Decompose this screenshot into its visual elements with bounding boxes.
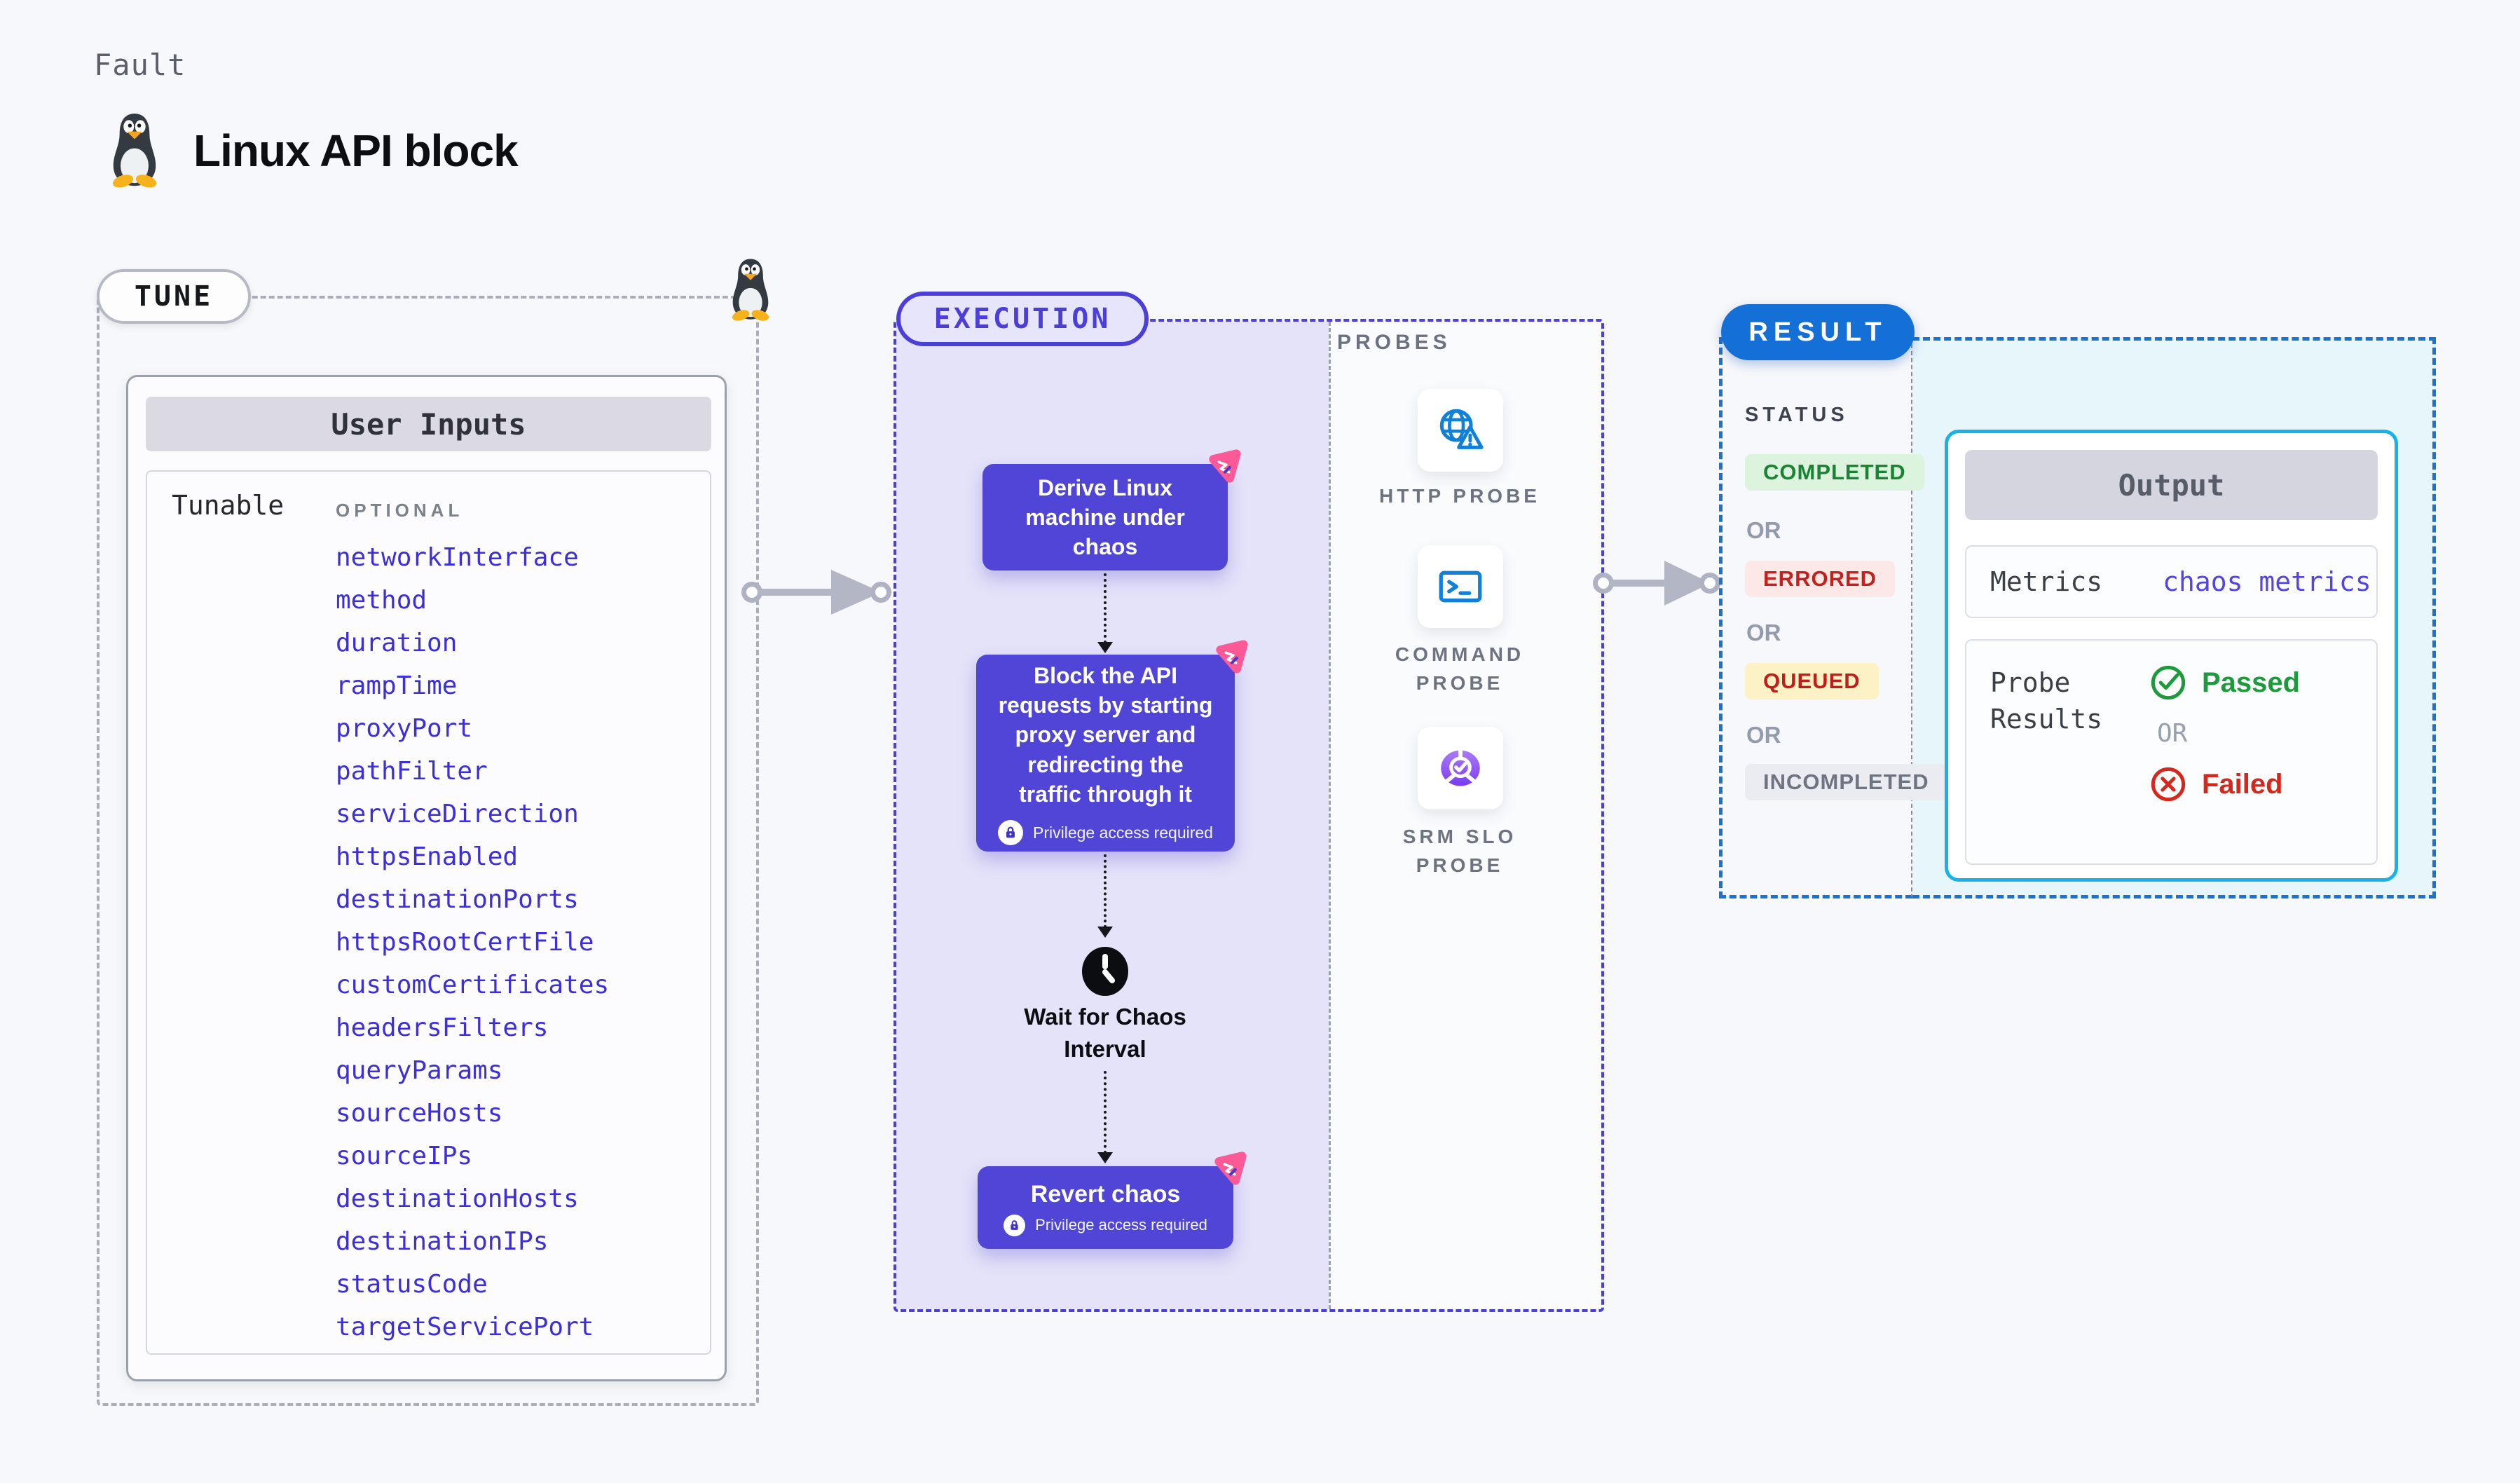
flow-connector [1104,854,1107,928]
flow-connector [1104,573,1107,643]
execution-badge: EXECUTION [896,292,1149,346]
tunable-params-list: networkInterface method duration rampTim… [336,536,609,1348]
passed-label: Passed [2202,667,2301,698]
flow-connector-arrowhead [1097,642,1113,653]
wait-for-chaos-label: Wait for Chaos Interval [1024,1004,1186,1062]
step-derive-text: Derive Linux machine under chaos [1025,474,1185,560]
output-header: Output [1965,450,2378,520]
tune-section-box [97,296,759,1406]
metrics-value-link[interactable]: chaos metrics [2163,566,2371,597]
user-inputs-body: Tunable OPTIONAL networkInterface method… [146,470,711,1355]
terminal-icon [1434,561,1486,613]
tunable-row-label: Tunable [172,490,285,521]
probe-results-label: Probe Results [1990,667,2103,734]
chaos-flag-icon [1212,638,1250,676]
result-badge: RESULT [1721,304,1915,360]
privilege-note-text: Privilege access required [1035,1216,1207,1234]
metrics-label: Metrics [1990,566,2103,597]
status-badge-queued: QUEUED [1745,663,1879,699]
probe-results-values: Passed OR Failed [2150,664,2300,840]
tune-badge: TUNE [97,269,251,324]
param-link[interactable]: method [336,586,427,615]
command-probe-label: COMMAND PROBE [1395,643,1525,694]
page-title: Linux API block [193,125,519,176]
status-badge-completed: COMPLETED [1745,454,1924,491]
param-link[interactable]: serviceDirection [336,800,579,828]
tux-penguin-icon-small [725,257,776,321]
param-link[interactable]: destinationIPs [336,1227,549,1256]
probe-results-row: Probe Results Passed OR Failed [1965,639,2378,865]
optional-column-label: OPTIONAL [336,500,464,521]
status-badge-incompleted: INCOMPLETED [1745,764,1947,800]
user-inputs-card: User Inputs Tunable OPTIONAL networkInte… [126,375,727,1381]
execution-to-result-arrow [1593,561,1720,606]
param-link[interactable]: httpsEnabled [336,842,519,871]
or-separator: OR [1746,620,1781,645]
status-badge-errored: ERRORED [1745,561,1896,597]
flow-connector-arrowhead [1097,927,1113,938]
param-link[interactable]: rampTime [336,671,458,700]
param-link[interactable]: sourceHosts [336,1099,503,1128]
chaos-flag-icon [1211,1149,1249,1187]
tune-to-execution-arrow [741,570,891,615]
param-link[interactable]: networkInterface [336,543,579,572]
srm-slo-probe-label: SRM SLO PROBE [1402,826,1517,876]
flow-connector-arrowhead [1097,1152,1113,1163]
probes-label: PROBES [1337,331,1451,354]
param-link[interactable]: destinationPorts [336,885,579,914]
step-revert-chaos: Revert chaos Privilege access required [978,1166,1233,1249]
probes-panel [1329,322,1601,1309]
user-inputs-header: User Inputs [146,397,711,451]
failed-result: Failed [2150,766,2300,802]
param-link[interactable]: pathFilter [336,757,488,786]
srm-slo-probe-card [1418,727,1503,809]
http-probe-card [1418,389,1503,472]
passed-result: Passed [2150,664,2300,701]
globe-alert-icon [1434,404,1486,456]
privilege-note: Privilege access required [998,820,1213,846]
or-separator: OR [2157,719,2188,748]
step-block-api: Block the API requests by starting proxy… [976,655,1235,852]
param-link[interactable]: proxyPort [336,714,473,743]
command-probe-card [1418,545,1503,628]
wait-clock-icon [1081,946,1130,997]
step-revert-text: Revert chaos [1030,1181,1181,1208]
step-derive-machine: Derive Linux machine under chaos [982,464,1228,570]
output-card: Output Metrics chaos metrics Probe Resul… [1945,430,2398,882]
param-link[interactable]: destinationHosts [336,1184,579,1213]
flow-connector [1104,1071,1107,1154]
check-circle-icon [2150,664,2186,701]
fault-category-label: Fault [94,48,186,82]
privilege-note: Privilege access required [1004,1214,1207,1236]
param-link[interactable]: queryParams [336,1056,503,1085]
chaos-flag-icon [1205,447,1243,485]
lock-icon [1004,1214,1026,1236]
step-block-text: Block the API requests by starting proxy… [998,662,1213,807]
or-separator: OR [1746,517,1781,543]
param-link[interactable]: statusCode [336,1270,488,1299]
status-heading: STATUS [1745,404,1849,426]
or-separator: OR [1746,722,1781,748]
param-link[interactable]: headersFilters [336,1013,549,1042]
param-link[interactable]: sourceIPs [336,1142,473,1170]
param-link[interactable]: targetServicePort [336,1313,594,1341]
privilege-note-text: Privilege access required [1033,823,1213,842]
param-link[interactable]: customCertificates [336,971,610,999]
lock-icon [998,820,1024,846]
slo-gauge-icon [1434,742,1486,794]
metrics-row: Metrics chaos metrics [1965,545,2378,618]
param-link[interactable]: duration [336,629,458,657]
failed-label: Failed [2202,768,2283,800]
x-circle-icon [2150,766,2186,802]
http-probe-label: HTTP PROBE [1379,485,1540,507]
param-link[interactable]: httpsRootCertFile [336,928,594,957]
tux-penguin-icon [102,111,167,188]
